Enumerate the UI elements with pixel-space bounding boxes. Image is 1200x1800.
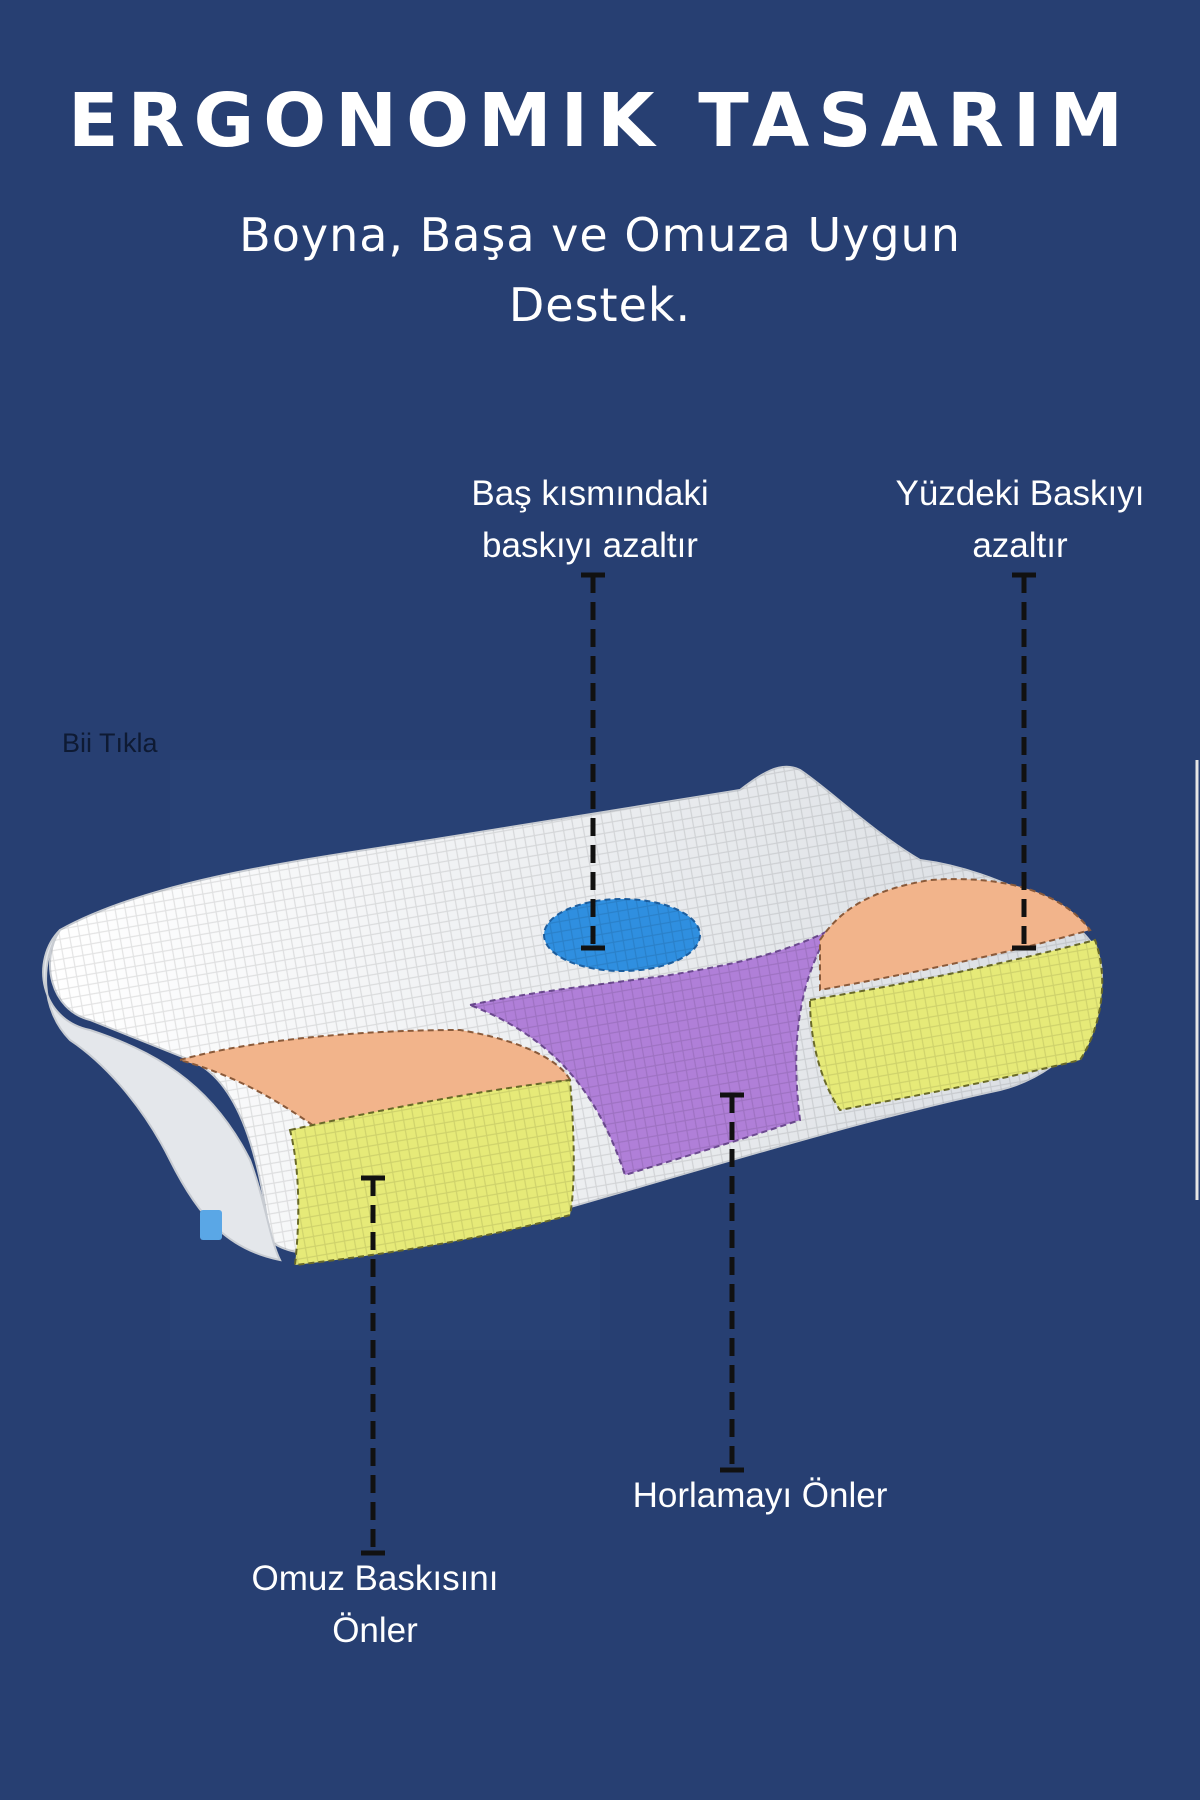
zone-left-top [176,1028,572,1132]
page-title: ERGONOMIK TASARIM [67,78,1133,164]
page-subtitle: Boyna, Başa ve Omuza Uygun Destek. [239,208,961,332]
callout-face-pressure: Yüzdeki Baskıyı azaltır [860,468,1180,572]
callout-face-line1: Yüzdeki Baskıyı [895,474,1145,513]
callout-shoulder-line1: Omuz Baskısını [251,1559,499,1598]
pointer-lines [361,572,1036,1556]
callout-head-pressure: Baş kısmındaki baskıyı azaltır [420,468,760,572]
click-link[interactable]: Bii Tıkla [62,728,158,758]
callout-snoring-line1: Horlamayı Önler [632,1476,888,1515]
callout-head-line1: Baş kısmındaki [471,474,709,513]
callout-shoulder-pressure: Omuz Baskısını Önler [210,1553,540,1657]
pillow-tag [200,1210,222,1240]
callout-snoring: Horlamayı Önler [580,1470,940,1522]
callout-face-line2: azaltır [972,526,1068,565]
callout-shoulder-line2: Önler [332,1611,418,1650]
callout-head-line2: baskıyı azaltır [482,526,698,565]
